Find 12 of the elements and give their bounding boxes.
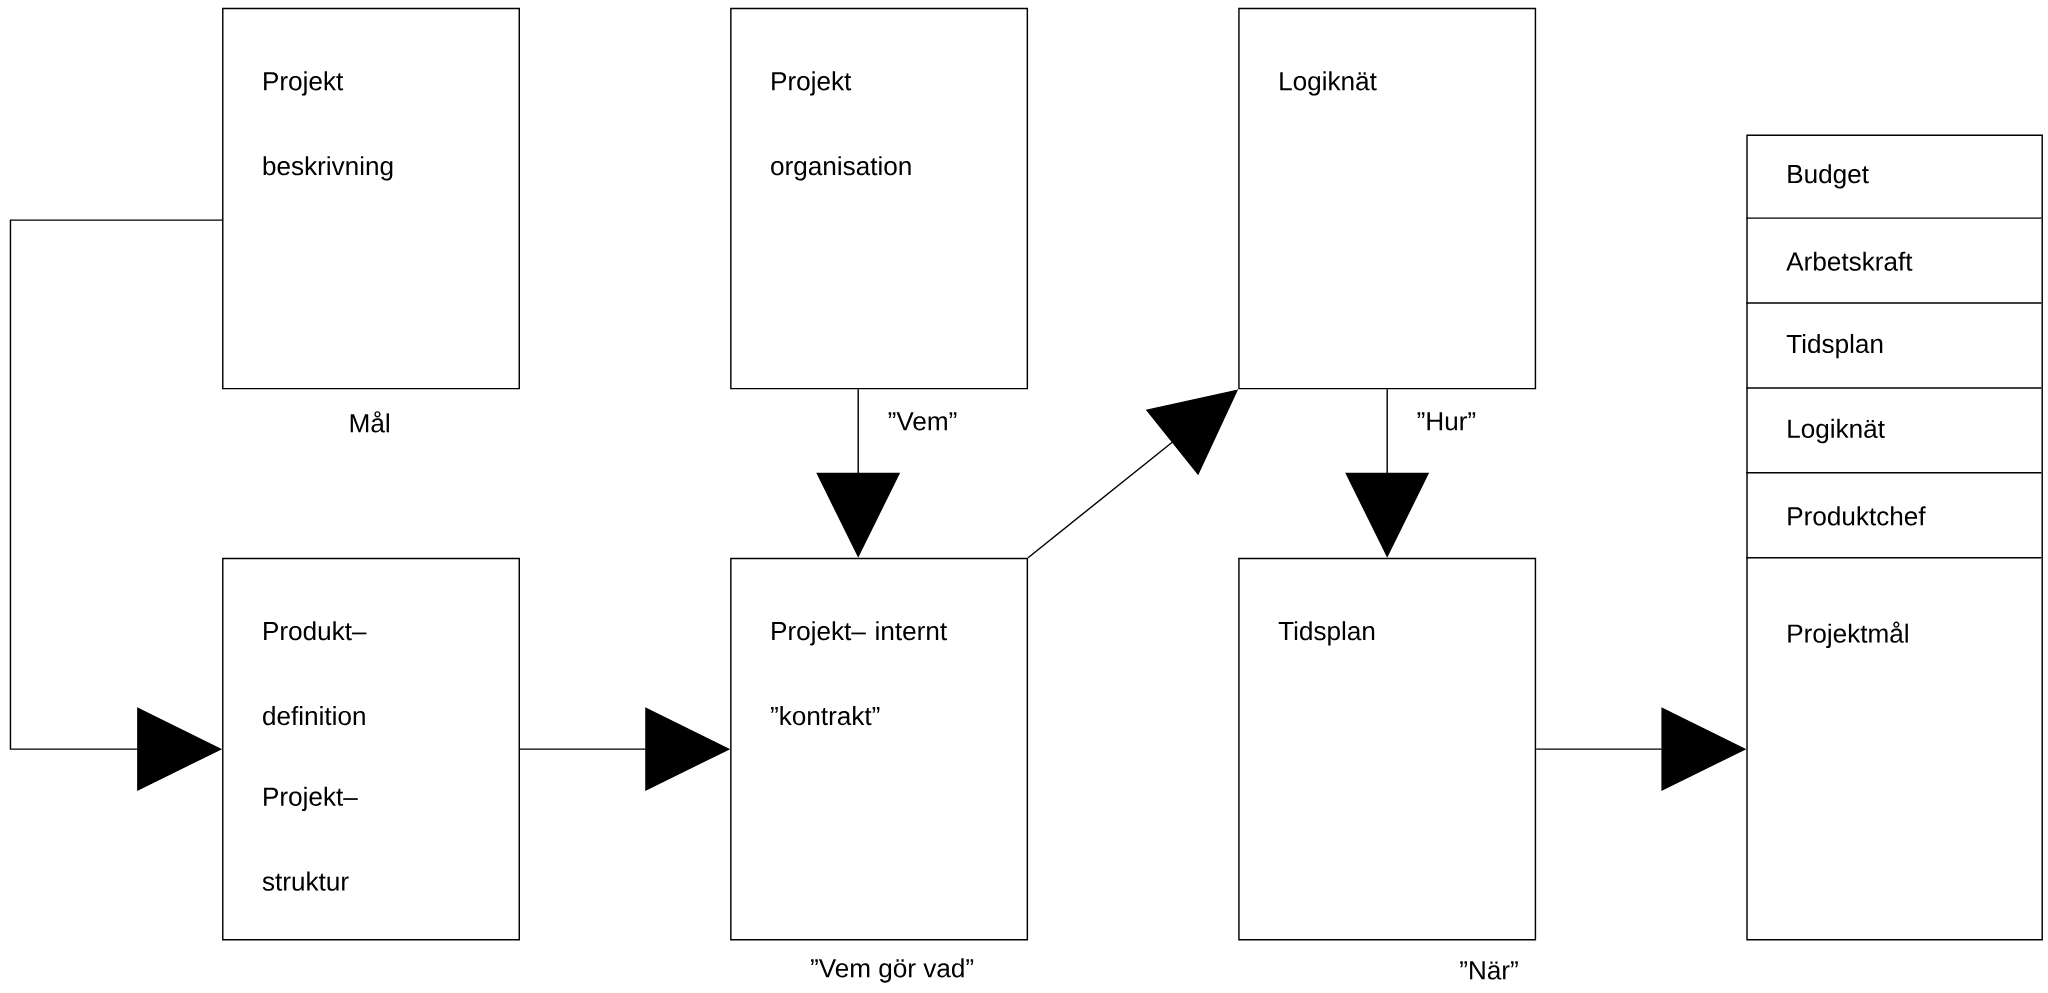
edge-label: ”Vem” [885, 409, 960, 434]
process-box: Tidsplan [1238, 557, 1537, 941]
process-box: Projekt– internt ”kontrakt” [730, 557, 1029, 941]
process-box: Produkt– definition Projekt– struktur [222, 557, 520, 941]
edge-label: ”Hur” [1414, 409, 1479, 434]
process-box: Projekt organisation [730, 8, 1029, 390]
caption-text: Mål [350, 411, 389, 433]
process-box: Logiknät [1238, 8, 1537, 390]
caption-text: ”När” [1460, 961, 1518, 980]
process-box: Projekt beskrivning [222, 8, 520, 390]
list-box: Budget Arbetskraft Tidsplan Logiknät Produktchef Projektmål [1745, 134, 2043, 941]
caption-text: ”Vem gör vad” [811, 958, 974, 983]
